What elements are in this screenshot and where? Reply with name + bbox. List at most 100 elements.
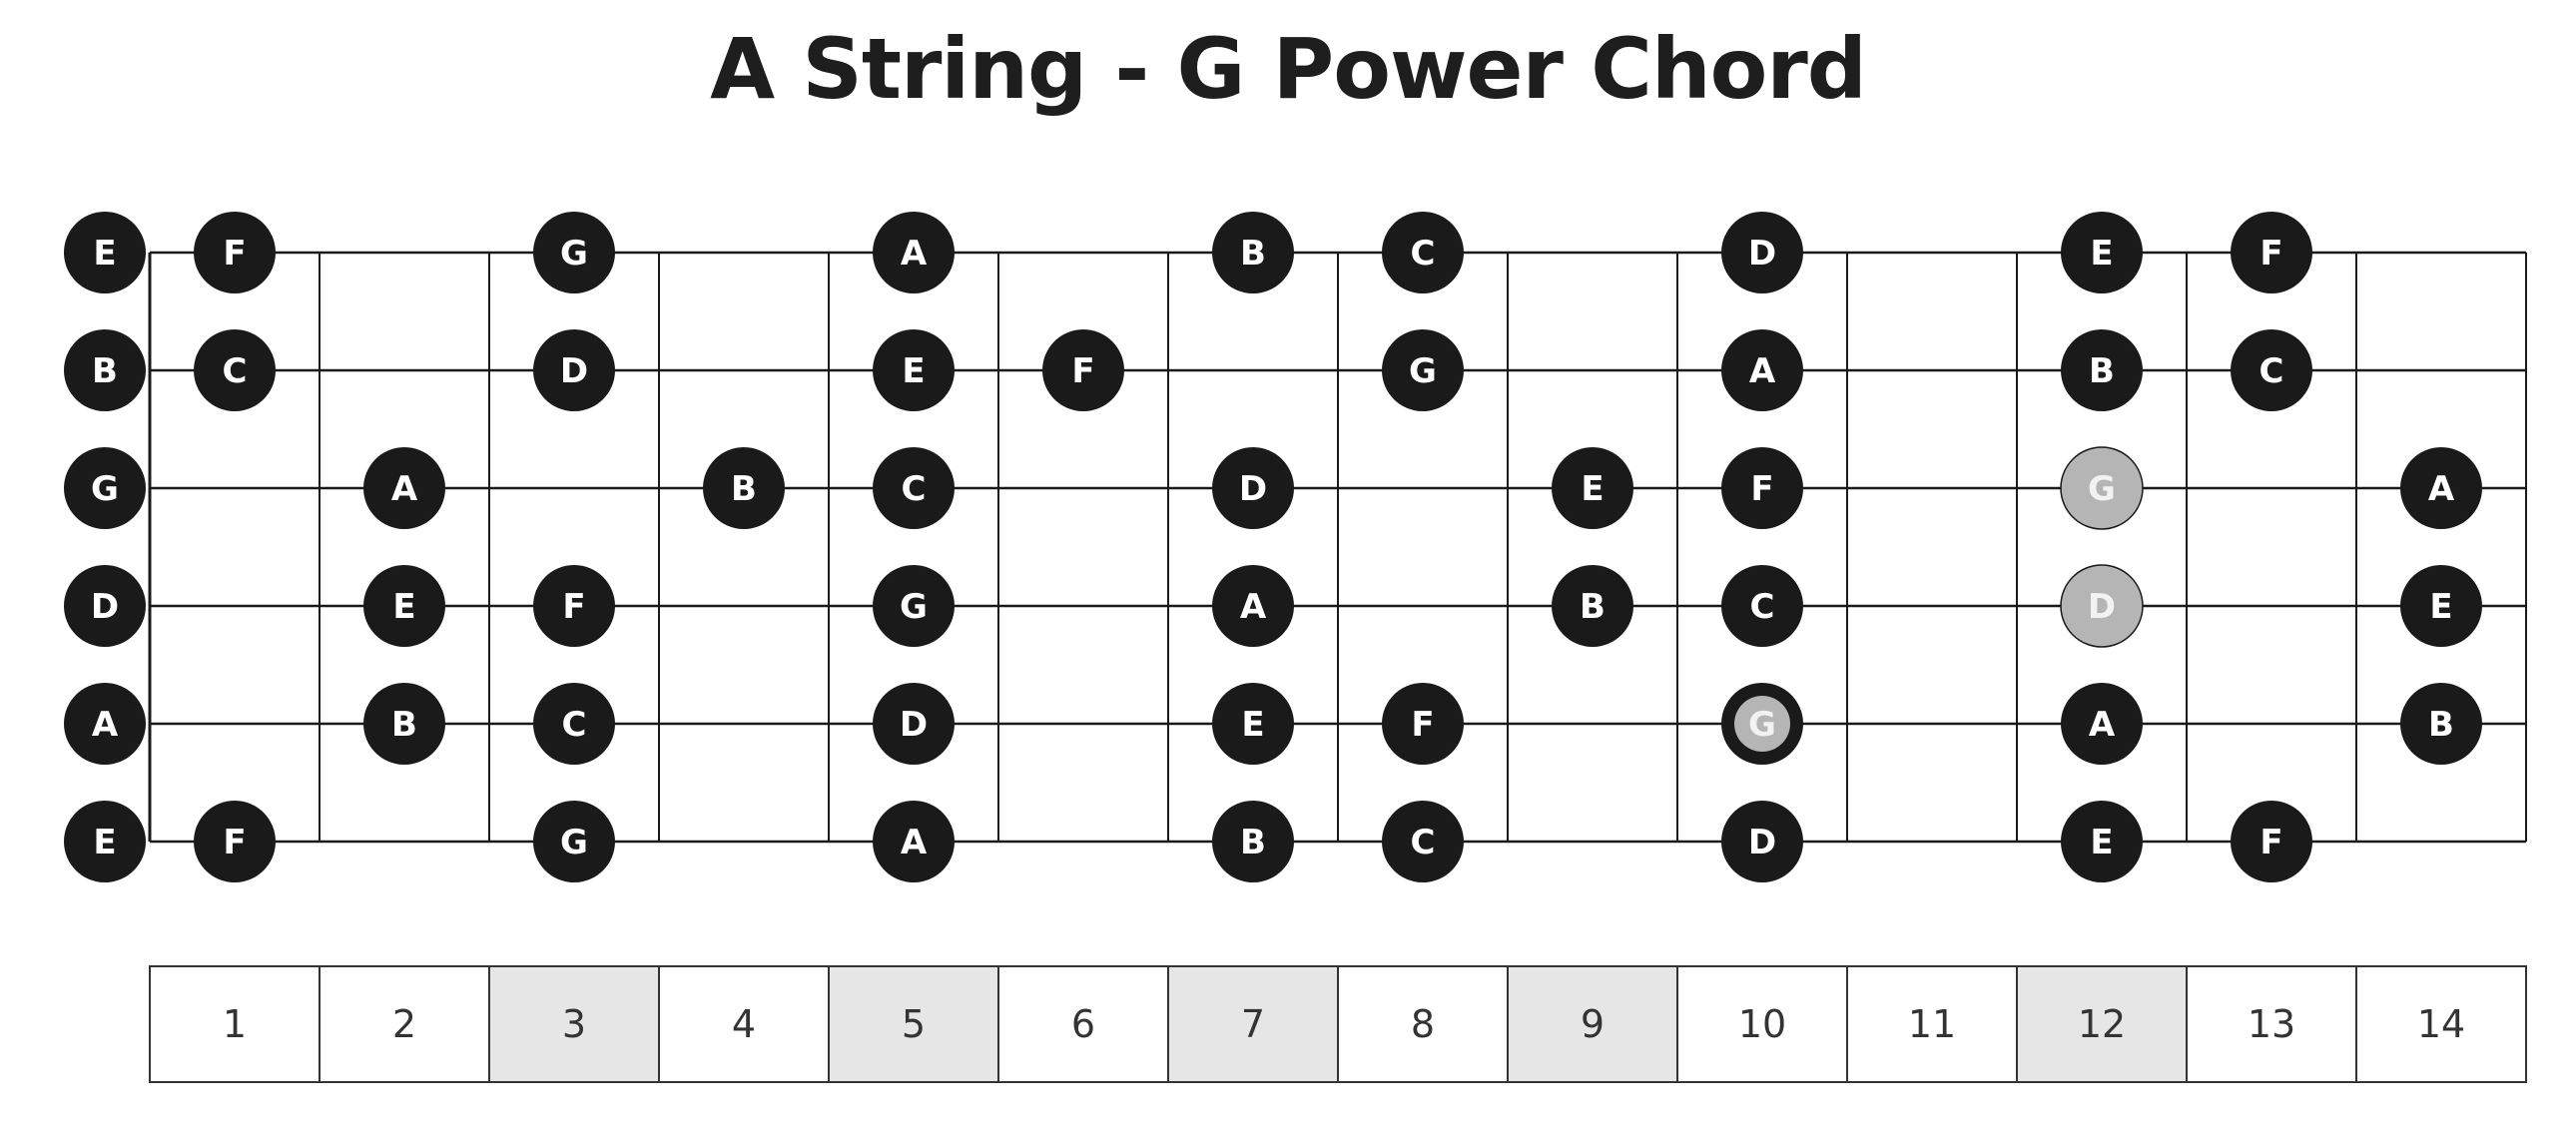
note-label: F [223, 234, 246, 274]
note-g-fret-0: G [64, 447, 146, 529]
note-circle [1721, 212, 1803, 293]
fret-cell-box [997, 965, 1169, 1083]
fret-number-cell-12: 12 [2016, 965, 2188, 1083]
note-label: D [900, 705, 928, 745]
note-circle [2231, 212, 2312, 293]
note-label: F [2259, 234, 2282, 274]
note-d-fret-7: A [1212, 565, 1294, 647]
note-circle [533, 683, 615, 765]
note-g-fret-4: B [703, 447, 785, 529]
note-label: A [92, 705, 119, 745]
note-high-e-fret-7: B [1212, 212, 1294, 293]
fret-number-cell-9: 9 [1507, 965, 1678, 1083]
note-label: F [2259, 823, 2282, 862]
note-b-fret-13: C [2231, 329, 2312, 411]
note-label: A [2089, 705, 2116, 745]
fret-number-cell-1: 1 [149, 965, 321, 1083]
note-circle [1382, 683, 1464, 765]
note-label: E [93, 823, 116, 862]
note-label: B [1240, 234, 1266, 274]
note-label: C [1411, 234, 1436, 274]
note-label: E [2090, 823, 2113, 862]
note-circle [873, 683, 955, 765]
note-a-fret-3: C [533, 683, 615, 765]
note-label: B [2428, 705, 2454, 745]
note-circle [194, 212, 276, 293]
fret-cell-box [2016, 965, 2188, 1083]
fret-number-label: 4 [732, 1002, 756, 1046]
note-label: E [2429, 587, 2452, 627]
note-high-e-fret-5: A [873, 212, 955, 293]
note-circle [2400, 447, 2482, 529]
fret-number-label: 3 [562, 1002, 586, 1046]
fret-number-cell-2: 2 [319, 965, 490, 1083]
fret-number-label: 11 [1908, 1002, 1956, 1046]
note-a-fret-5: D [873, 683, 955, 765]
note-circle [64, 683, 146, 765]
fret-cell-box [1676, 965, 1848, 1083]
fret-number-cell-10: 10 [1676, 965, 1848, 1083]
fret-number-cell-13: 13 [2186, 965, 2357, 1083]
note-high-e-fret-1: F [194, 212, 276, 293]
note-circle [1721, 565, 1803, 647]
note-label: E [93, 234, 116, 274]
note-label: G [1409, 351, 1437, 391]
note-g-fret-9: E [1552, 447, 1633, 529]
fret-number-label: 14 [2417, 1002, 2465, 1046]
note-b-fret-10: A [1721, 329, 1803, 411]
fret-cell-box [1507, 965, 1678, 1083]
fret-cell-box [828, 965, 999, 1083]
note-label: G [560, 234, 588, 274]
fret-number-cell-6: 6 [997, 965, 1169, 1083]
note-g-fret-7: D [1212, 447, 1294, 529]
note-high-e-fret-8: C [1382, 212, 1464, 293]
note-d-fret-3: F [533, 565, 615, 647]
fret-cell-box [1337, 965, 1509, 1083]
note-label: A [901, 823, 928, 862]
note-circle [64, 447, 146, 529]
note-a-fret-0: A [64, 683, 146, 765]
note-b-fret-12: B [2061, 329, 2143, 411]
note-circle [1212, 565, 1294, 647]
note-circle [194, 329, 276, 411]
note-d-fret-9: B [1552, 565, 1633, 647]
note-d-fret-10: C [1721, 565, 1803, 647]
fret-number-label: 2 [392, 1002, 416, 1046]
note-label: D [2088, 587, 2116, 627]
root-fill [1734, 696, 1790, 752]
note-a-fret-12: A [2061, 683, 2143, 765]
fret-number-cell-8: 8 [1337, 965, 1509, 1083]
note-circle [363, 447, 445, 529]
note-a-fret-10-chord-root: G [1721, 683, 1803, 765]
note-b-fret-3: D [533, 329, 615, 411]
note-circle [533, 329, 615, 411]
note-circle [1552, 565, 1633, 647]
note-circle [1212, 447, 1294, 529]
note-low-e-fret-3: G [533, 801, 615, 882]
note-circle [873, 447, 955, 529]
note-d-fret-5: G [873, 565, 955, 647]
note-label: C [1750, 587, 1775, 627]
fret-number-cell-7: 7 [1167, 965, 1339, 1083]
fret-cell-box [149, 965, 321, 1083]
note-label: G [900, 587, 928, 627]
note-circle [2061, 212, 2143, 293]
note-a-fret-8: F [1382, 683, 1464, 765]
note-label: F [1071, 351, 1094, 391]
note-circle [533, 212, 615, 293]
note-label: D [1239, 469, 1267, 509]
note-g-fret-14: A [2400, 447, 2482, 529]
fret-cell-box [658, 965, 830, 1083]
note-label: C [2259, 351, 2284, 391]
note-label: E [902, 351, 925, 391]
fret-cell-box [1167, 965, 1339, 1083]
fret-number-cell-4: 4 [658, 965, 830, 1083]
fret-number-label: 7 [1241, 1002, 1265, 1046]
note-circle [1721, 329, 1803, 411]
note-low-e-fret-12: E [2061, 801, 2143, 882]
note-label: D [560, 351, 588, 391]
note-circle [2231, 329, 2312, 411]
note-label: C [562, 705, 587, 745]
note-circle [363, 565, 445, 647]
